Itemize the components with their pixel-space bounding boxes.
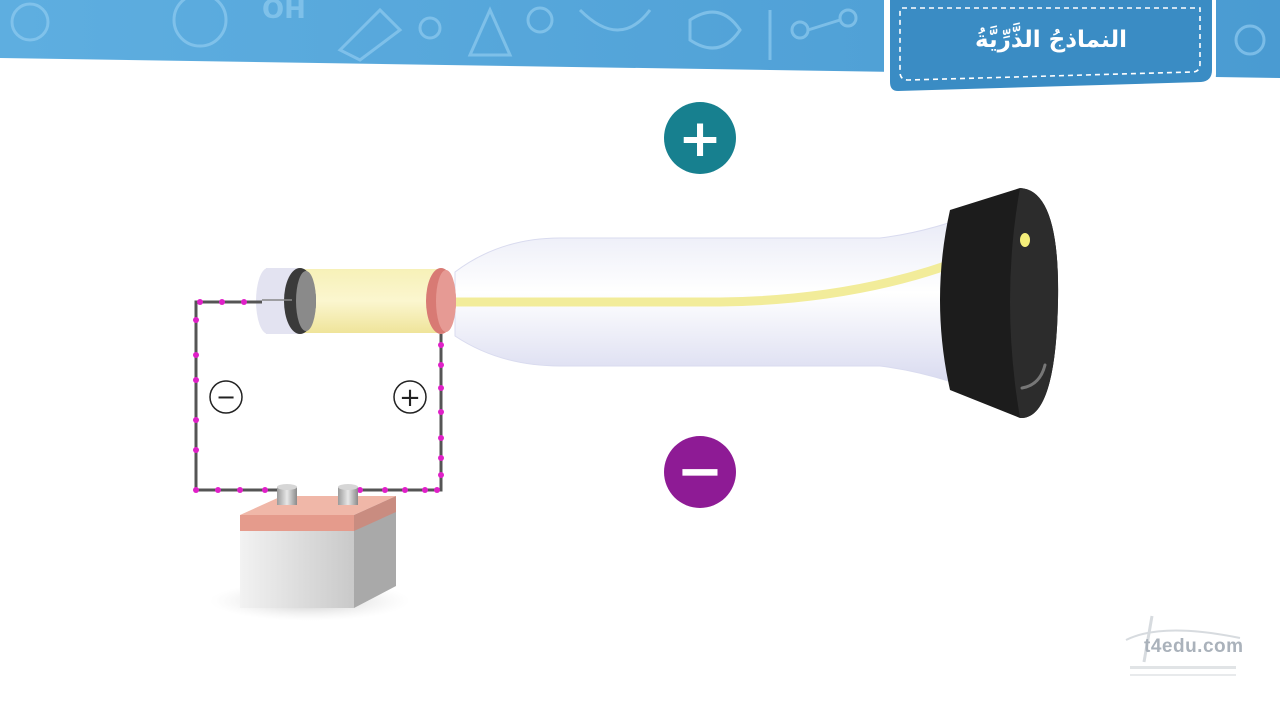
svg-text:−: − xyxy=(677,439,724,504)
title-tab xyxy=(884,0,1216,96)
negative-plate: − xyxy=(664,436,736,508)
electron-gun xyxy=(256,268,456,334)
battery xyxy=(210,484,410,621)
svg-text:+: + xyxy=(399,383,421,413)
page-title: النماذجُ الذَّرِّيَّةُ xyxy=(975,27,1127,53)
wire-negative-marker: − xyxy=(209,380,243,414)
watermark-text: t4edu.com xyxy=(1144,636,1244,657)
wire-beads xyxy=(193,299,444,493)
svg-text:+: + xyxy=(678,109,722,169)
fluorescent-screen xyxy=(940,188,1059,419)
watermark-logo xyxy=(1125,615,1241,676)
impact-spot xyxy=(1020,233,1030,247)
svg-text:−: − xyxy=(216,383,236,411)
positive-plate: + xyxy=(664,102,736,174)
svg-text:OH: OH xyxy=(262,0,306,25)
battery-terminal-positive xyxy=(338,484,358,505)
battery-terminal-negative xyxy=(277,484,297,505)
wire-positive-marker: + xyxy=(393,380,427,414)
